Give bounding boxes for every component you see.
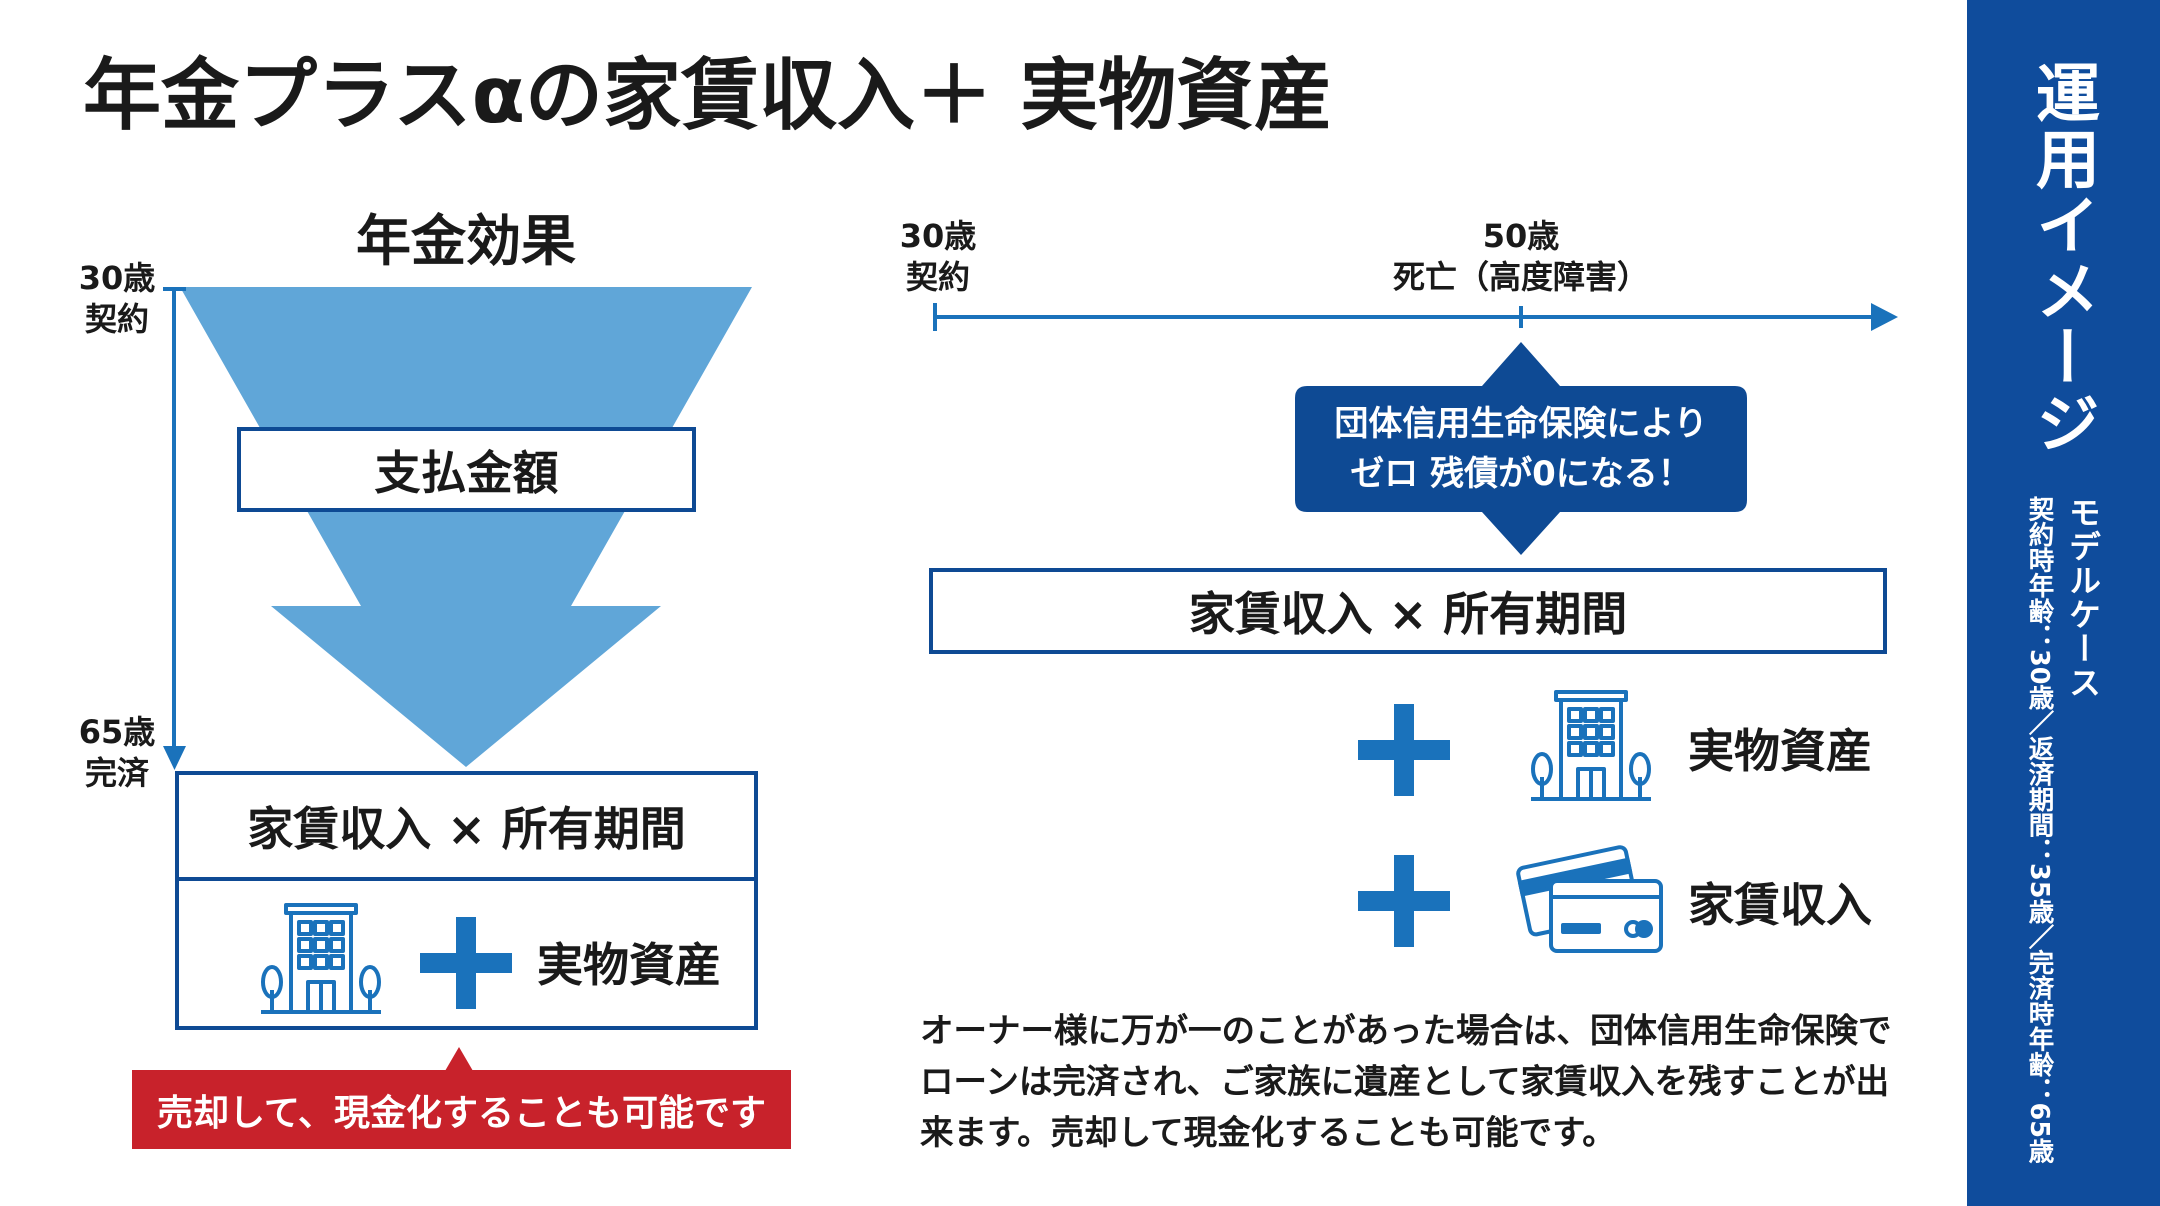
left-end-age: 65歳 [78, 713, 156, 751]
left-end-event: 完済 [84, 754, 149, 792]
sidebar-details: 契約時年齢：30歳／返済期間：35歳／完済時年齢：65歳 [2024, 496, 2054, 1164]
plus-icon-horizontal [420, 953, 512, 973]
timeline-mid-event: 死亡（高度障害） [1392, 258, 1649, 296]
right-timeline-arrowhead [1871, 303, 1898, 331]
timeline-start-label: 30歳 契約 [898, 216, 978, 298]
sell-banner: 売却して、現金化することも可能です [132, 1070, 791, 1149]
timeline-mid-label: 50歳 死亡（高度障害） [1321, 216, 1721, 298]
sidebar-heading: 運用イメージ [2025, 60, 2099, 456]
item-label-asset: 実物資産 [1688, 724, 1872, 778]
left-start-age: 30歳 [78, 259, 156, 297]
callout-line: ゼロ 残債が0になる！ [1350, 454, 1692, 494]
callout-bubble [1295, 342, 1747, 555]
result-asset-row: 実物資産 [179, 881, 754, 1026]
timeline-start-age: 30歳 [899, 217, 977, 255]
building-icon [1529, 690, 1653, 801]
payment-amount-box: 支払金額 [237, 427, 696, 512]
timeline-mid-age: 50歳 [1482, 217, 1560, 255]
plus-icon [1358, 855, 1450, 947]
callout-text: 団体信用生命保険により ゼロ 残債が0になる！ [1295, 399, 1747, 499]
paragraph-line: オーナー様に万が一のことがあった場合は、団体信用生命保険で [920, 1011, 1892, 1050]
sidebar: 運用イメージ モデルケース 契約時年齢：30歳／返済期間：35歳／完済時年齢：6… [1967, 0, 2160, 1206]
item-label-rent: 家賃収入 [1688, 878, 1872, 932]
left-timeline-arrowhead [163, 746, 186, 770]
left-end-label: 65歳 完済 [77, 712, 157, 794]
callout-line: 団体信用生命保険により [1334, 404, 1708, 444]
result-asset-label: 実物資産 [537, 938, 721, 992]
formula-box: 家賃収入 × 所有期間 [929, 568, 1887, 654]
left-start-label: 30歳 契約 [77, 258, 157, 340]
paragraph-line: 来ます。売却して現金化することも可能です。 [920, 1113, 1616, 1152]
banner-pointer [445, 1047, 473, 1071]
slide-title: 年金プラスαの家賃収入＋ 実物資産 [83, 51, 1333, 141]
plus-icon [420, 917, 512, 1009]
result-box: 家賃収入 × 所有期間 実物資産 [175, 771, 758, 1030]
plus-icon [1358, 704, 1450, 796]
plus-icon-horizontal [1358, 740, 1450, 760]
pension-effect-heading: 年金効果 [355, 209, 576, 273]
sidebar-subheading: モデルケース [2064, 496, 2102, 700]
credit-card-icon [1515, 844, 1663, 953]
funnel-arrow [180, 287, 752, 767]
timeline-start-event: 契約 [905, 258, 970, 296]
plus-icon-horizontal [1358, 891, 1450, 911]
paragraph-line: ローンは完済され、ご家族に遺産として家賃収入を残すことが出 [920, 1062, 1890, 1101]
result-formula: 家賃収入 × 所有期間 [179, 775, 754, 881]
explanation-paragraph: オーナー様に万が一のことがあった場合は、団体信用生命保険で ローンは完済され、ご… [920, 1005, 1892, 1158]
left-start-event: 契約 [84, 300, 149, 338]
